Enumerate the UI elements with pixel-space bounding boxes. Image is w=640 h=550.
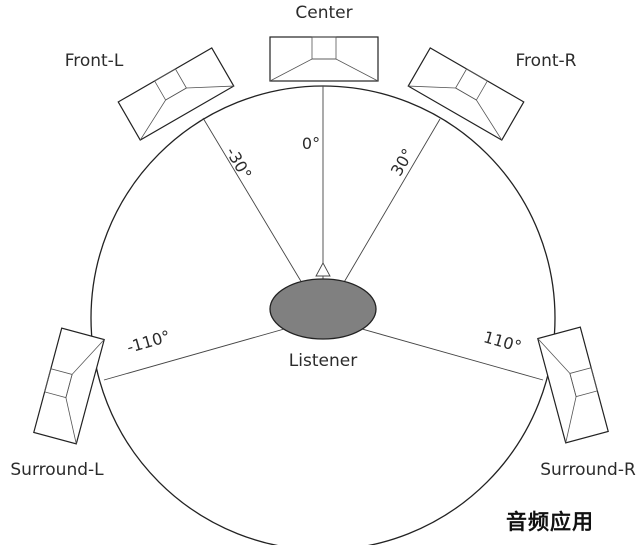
listener-label: Listener bbox=[289, 351, 357, 371]
watermark-text: 音频应用 bbox=[506, 510, 594, 534]
angle-surround-r: 110° bbox=[481, 327, 523, 356]
speaker-front-l bbox=[117, 47, 235, 141]
label-surround-r: Surround-R bbox=[540, 460, 636, 480]
angle-front-l: -30° bbox=[222, 144, 256, 183]
speaker-surround-r bbox=[537, 326, 609, 444]
angle-center: 0° bbox=[302, 134, 320, 153]
listener-head bbox=[269, 278, 377, 340]
label-front-l: Front-L bbox=[65, 51, 124, 71]
label-surround-l: Surround-L bbox=[10, 460, 104, 480]
label-center: Center bbox=[295, 3, 352, 23]
speaker-front-r bbox=[407, 47, 525, 141]
speaker-center bbox=[269, 36, 379, 82]
speaker-surround-l bbox=[33, 327, 105, 445]
angle-surround-l: -110° bbox=[125, 326, 173, 356]
listener-nose bbox=[315, 262, 331, 277]
label-front-r: Front-R bbox=[516, 51, 577, 71]
angle-front-r: 30° bbox=[387, 145, 418, 179]
